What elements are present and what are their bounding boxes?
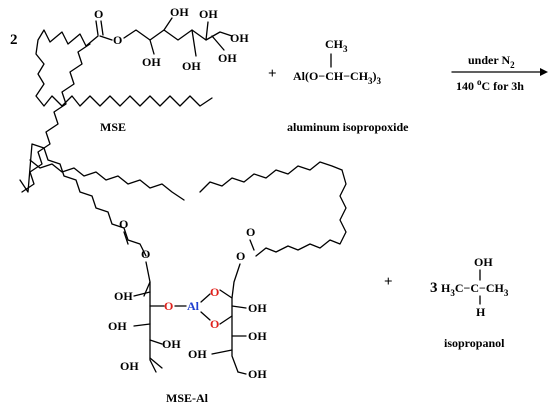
plus-top: + [268, 66, 277, 82]
mse-al-left-carbonyl-o: O [119, 217, 128, 231]
mse-oh-3: OH [182, 59, 201, 73]
mse-oh2-bond [149, 39, 155, 55]
mse-al-right-linker [231, 263, 241, 299]
aluminum-center: Al [187, 299, 200, 313]
mse-al-right-tail-a [199, 161, 343, 193]
mse-al-right-tail-b [255, 169, 347, 257]
mse-al-right-oh-4: OH [248, 367, 267, 381]
al-o-lower-bond [200, 311, 211, 321]
mse-al-left-oh-4: OH [120, 359, 139, 373]
isopropanol-coefficient: 3 [430, 280, 438, 296]
mse-label: MSE [100, 120, 126, 134]
al-bound-o-left: O [164, 299, 173, 313]
mse-al-left-ester-o: O [141, 247, 150, 261]
mse-al-left-oh-2: OH [108, 319, 127, 333]
mse-oh-5: OH [218, 51, 237, 65]
aluminum-isopropoxide-label: aluminum isopropoxide [287, 120, 409, 134]
al-chelate-ring [219, 289, 233, 325]
isopropanol-h: H [476, 305, 486, 319]
mse-c-o-bond [99, 35, 113, 41]
mse-al-left-oh1-bond [133, 291, 151, 297]
mse-coefficient: 2 [10, 32, 18, 48]
mse-al-right-ester-o: O [236, 249, 245, 263]
mse-carbonyl-o: O [94, 7, 103, 21]
al-isopropoxide-formula: Al(O−CH−CH3)3 [293, 69, 382, 86]
mse-al-left-carbonyl-bond [123, 231, 129, 245]
reaction-arrowhead [540, 68, 548, 76]
mse-al-right-carbonyl-bond [249, 239, 255, 251]
condition-atmosphere: under N2 [468, 53, 515, 70]
mse-al-right-carbonyl-o: O [246, 225, 255, 239]
al-bound-o-upper: O [210, 285, 219, 299]
mse-al-left-oh4-bond [149, 357, 163, 369]
mse-al-left-tail-c [29, 159, 185, 201]
mse-al-left-sugar [149, 281, 157, 373]
mse-al-right-oh3-bond [211, 349, 233, 355]
mse-oh-6: OH [230, 31, 249, 45]
mse-al-label: MSE-Al [166, 391, 209, 405]
mse-oh4-bond [205, 21, 209, 41]
mse-oh-1: OH [170, 5, 189, 19]
mse-al-left-oh3-bond [149, 339, 163, 345]
mse-oh1-bond [163, 17, 173, 31]
mse-al-left-tail-a [19, 143, 147, 257]
mse-al-right-oh-3: OH [188, 347, 207, 361]
mse-oh5-bond [211, 35, 225, 51]
mse-al-right-oh1-bond [231, 305, 247, 309]
mse-al-right-sugar [231, 315, 239, 373]
mse-oh-4: OH [199, 7, 218, 21]
mse-al-left-tail-b [21, 43, 91, 193]
mse-al-right-oh-1: OH [248, 301, 267, 315]
isopropanol-formula: H3C−C−CH3 [441, 281, 509, 298]
mse-ester-o: O [113, 33, 122, 47]
mse-sugar-chain [123, 29, 233, 41]
mse-carbonyl-bond-b [100, 20, 104, 36]
ch3-top: CH3 [325, 37, 348, 54]
mse-al-left-linker [143, 261, 151, 297]
mse-oh-2: OH [142, 55, 161, 69]
condition-temp-time: 140 oC for 3h [456, 77, 524, 93]
isopropanol-label: isopropanol [444, 336, 505, 350]
mse-al-right-oh4-bond [237, 371, 247, 375]
mse-al-left-oh-3: OH [162, 337, 181, 351]
mse-carbonyl-bond-a [95, 20, 99, 36]
mse-al-left-oh2-bond [133, 323, 151, 327]
mse-oh3-bond [191, 29, 197, 57]
al-bound-o-lower: O [210, 317, 219, 331]
mse-al-left-oh-1: OH [114, 289, 133, 303]
mse-al-right-oh-2: OH [248, 329, 267, 343]
al-o-upper-bond [200, 293, 211, 303]
plus-bottom: + [384, 274, 393, 290]
isopropanol-oh: OH [474, 255, 493, 269]
